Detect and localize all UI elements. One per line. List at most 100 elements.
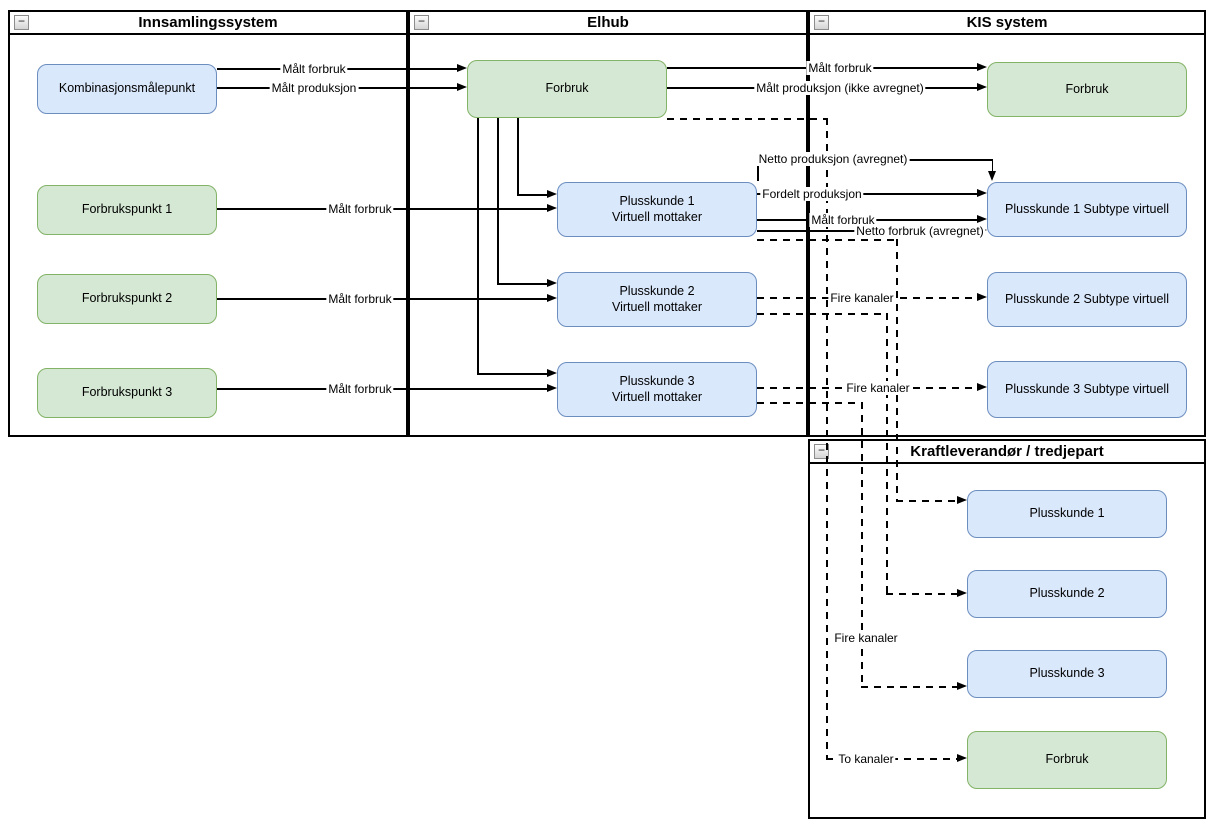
edge-label-to-kanaler: To kanaler bbox=[836, 752, 896, 766]
node-label: Plusskunde 2 bbox=[1029, 586, 1105, 601]
arrowhead bbox=[988, 171, 996, 181]
container-elhub-titlebar: − Elhub bbox=[410, 12, 806, 35]
arrowhead bbox=[957, 496, 967, 504]
arrowhead bbox=[977, 63, 987, 71]
edge-forbruk-pk2-horizontal bbox=[497, 283, 548, 285]
edge-label-malt-forbruk-fp3: Målt forbruk bbox=[326, 382, 394, 396]
node-label: Forbruk bbox=[1065, 81, 1109, 96]
edge-label-fire-kanaler-pk2: Fire kanaler bbox=[828, 291, 896, 305]
arrowhead bbox=[547, 204, 557, 212]
node-kis-plusskunde-1-subtype[interactable]: Plusskunde 1 Subtype virtuell bbox=[987, 182, 1187, 237]
arrowhead bbox=[547, 384, 557, 392]
node-forbrukspunkt-3[interactable]: Forbrukspunkt 3 bbox=[37, 368, 217, 418]
node-sublabel: Virtuell mottaker bbox=[611, 209, 703, 224]
edge-label-malt-produksjon: Målt produksjon bbox=[269, 81, 359, 95]
node-label: Forbruk bbox=[1045, 752, 1089, 767]
edge-label-netto-produksjon: Netto produksjon (avregnet) bbox=[756, 152, 910, 166]
edge-pk2-kraft-vertical bbox=[886, 313, 888, 594]
edge-label-malt-forbruk-fp1: Målt forbruk bbox=[326, 202, 394, 216]
node-label: Forbrukspunkt 1 bbox=[81, 202, 173, 217]
edge-to-kanaler-vertical bbox=[826, 118, 828, 759]
container-title-kraftleverandor: Kraftleverandør / tredjepart bbox=[910, 443, 1104, 460]
arrowhead bbox=[977, 215, 987, 223]
edge-forbruk-pk1-horizontal bbox=[517, 194, 548, 196]
collapse-icon[interactable]: − bbox=[414, 15, 429, 30]
edge-label-fordelt-produksjon: Fordelt produksjon bbox=[760, 187, 864, 201]
edge-forbruk-pk1-vertical bbox=[517, 118, 519, 195]
collapse-icon[interactable]: − bbox=[814, 444, 829, 459]
edge-label-fire-kanaler-vertikal: Fire kanaler bbox=[832, 631, 900, 645]
arrowhead bbox=[457, 64, 467, 72]
node-label: Forbrukspunkt 2 bbox=[81, 291, 173, 306]
node-elhub-forbruk[interactable]: Forbruk bbox=[467, 60, 667, 118]
node-elhub-plusskunde-3[interactable]: Plusskunde 3 Virtuell mottaker bbox=[557, 362, 757, 417]
node-kis-plusskunde-2-subtype[interactable]: Plusskunde 2 Subtype virtuell bbox=[987, 272, 1187, 327]
node-sublabel: Virtuell mottaker bbox=[611, 299, 703, 314]
edge-label-pk1-malt-forbruk: Målt forbruk bbox=[809, 213, 877, 227]
node-kraft-plusskunde-2[interactable]: Plusskunde 2 bbox=[967, 570, 1167, 618]
collapse-icon[interactable]: − bbox=[814, 15, 829, 30]
arrowhead bbox=[977, 293, 987, 301]
edge-pk1-kraft-h2 bbox=[896, 500, 958, 502]
node-elhub-plusskunde-1[interactable]: Plusskunde 1 Virtuell mottaker bbox=[557, 182, 757, 237]
node-elhub-plusskunde-2[interactable]: Plusskunde 2 Virtuell mottaker bbox=[557, 272, 757, 327]
collapse-icon[interactable]: − bbox=[14, 15, 29, 30]
node-label: Plusskunde 3 Subtype virtuell bbox=[1005, 381, 1169, 396]
edge-label-kis-malt-produksjon: Målt produksjon (ikke avregnet) bbox=[754, 81, 926, 95]
edge-forbruk-pk3-horizontal bbox=[477, 373, 548, 375]
node-label: Plusskunde 1 Subtype virtuell bbox=[1005, 201, 1169, 216]
node-forbrukspunkt-2[interactable]: Forbrukspunkt 2 bbox=[37, 274, 217, 324]
edge-forbruk-pk3-vertical bbox=[477, 118, 479, 374]
arrowhead bbox=[957, 589, 967, 597]
node-kis-forbruk[interactable]: Forbruk bbox=[987, 62, 1187, 117]
edge-netto-produksjon-stub bbox=[757, 159, 759, 181]
node-label: Plusskunde 2 bbox=[619, 283, 695, 298]
edge-to-kanaler-h1 bbox=[667, 118, 827, 120]
arrowhead bbox=[957, 682, 967, 690]
edge-pk2-kraft-h1 bbox=[757, 313, 887, 315]
container-innsamlingssystem-titlebar: − Innsamlingssystem bbox=[10, 12, 406, 35]
edge-pk3-kraft-h1 bbox=[757, 402, 863, 404]
arrowhead bbox=[457, 83, 467, 91]
container-kis-titlebar: − KIS system bbox=[810, 12, 1204, 35]
edge-label-kis-malt-forbruk: Målt forbruk bbox=[806, 61, 874, 75]
container-title-elhub: Elhub bbox=[587, 14, 629, 31]
edge-pk3-kraft-h2 bbox=[861, 686, 958, 688]
node-kraft-plusskunde-3[interactable]: Plusskunde 3 bbox=[967, 650, 1167, 698]
edge-pk1-kraft-h1 bbox=[757, 239, 897, 241]
edge-label-malt-forbruk-komb: Målt forbruk bbox=[280, 62, 348, 76]
container-kraftleverandor-titlebar: − Kraftleverandør / tredjepart bbox=[810, 441, 1204, 464]
node-label: Forbruk bbox=[545, 81, 589, 96]
arrowhead bbox=[977, 83, 987, 91]
edge-label-netto-forbruk: Netto forbruk (avregnet) bbox=[854, 224, 986, 238]
node-forbrukspunkt-1[interactable]: Forbrukspunkt 1 bbox=[37, 185, 217, 235]
arrowhead bbox=[957, 754, 967, 762]
arrowhead bbox=[977, 383, 987, 391]
node-kis-plusskunde-3-subtype[interactable]: Plusskunde 3 Subtype virtuell bbox=[987, 361, 1187, 418]
node-label: Kombinasjonsmålepunkt bbox=[58, 81, 196, 96]
edge-forbruk-pk2-vertical bbox=[497, 118, 499, 284]
node-kraft-forbruk[interactable]: Forbruk bbox=[967, 731, 1167, 789]
container-title-innsamlingssystem: Innsamlingssystem bbox=[138, 14, 278, 31]
arrowhead bbox=[547, 279, 557, 287]
container-title-kis: KIS system bbox=[966, 14, 1048, 31]
node-label: Forbrukspunkt 3 bbox=[81, 385, 173, 400]
node-sublabel: Virtuell mottaker bbox=[611, 389, 703, 404]
edge-pk1-kraft-vertical bbox=[896, 239, 898, 501]
edge-label-malt-forbruk-fp2: Målt forbruk bbox=[326, 292, 394, 306]
arrowhead bbox=[547, 369, 557, 377]
edge-netto-produksjon-drop bbox=[991, 159, 993, 172]
edge-pk2-kraft-h2 bbox=[886, 593, 958, 595]
arrowhead bbox=[547, 294, 557, 302]
edge-fordelt-produksjon bbox=[757, 193, 978, 195]
node-label: Plusskunde 2 Subtype virtuell bbox=[1005, 291, 1169, 306]
node-label: Plusskunde 3 bbox=[1029, 666, 1105, 681]
node-label: Plusskunde 1 bbox=[619, 193, 695, 208]
arrowhead bbox=[977, 189, 987, 197]
node-kombinasjonsmaalepunkt[interactable]: Kombinasjonsmålepunkt bbox=[37, 64, 217, 114]
node-label: Plusskunde 1 bbox=[1029, 506, 1105, 521]
edge-label-fire-kanaler-pk3: Fire kanaler bbox=[844, 381, 912, 395]
node-kraft-plusskunde-1[interactable]: Plusskunde 1 bbox=[967, 490, 1167, 538]
node-label: Plusskunde 3 bbox=[619, 373, 695, 388]
